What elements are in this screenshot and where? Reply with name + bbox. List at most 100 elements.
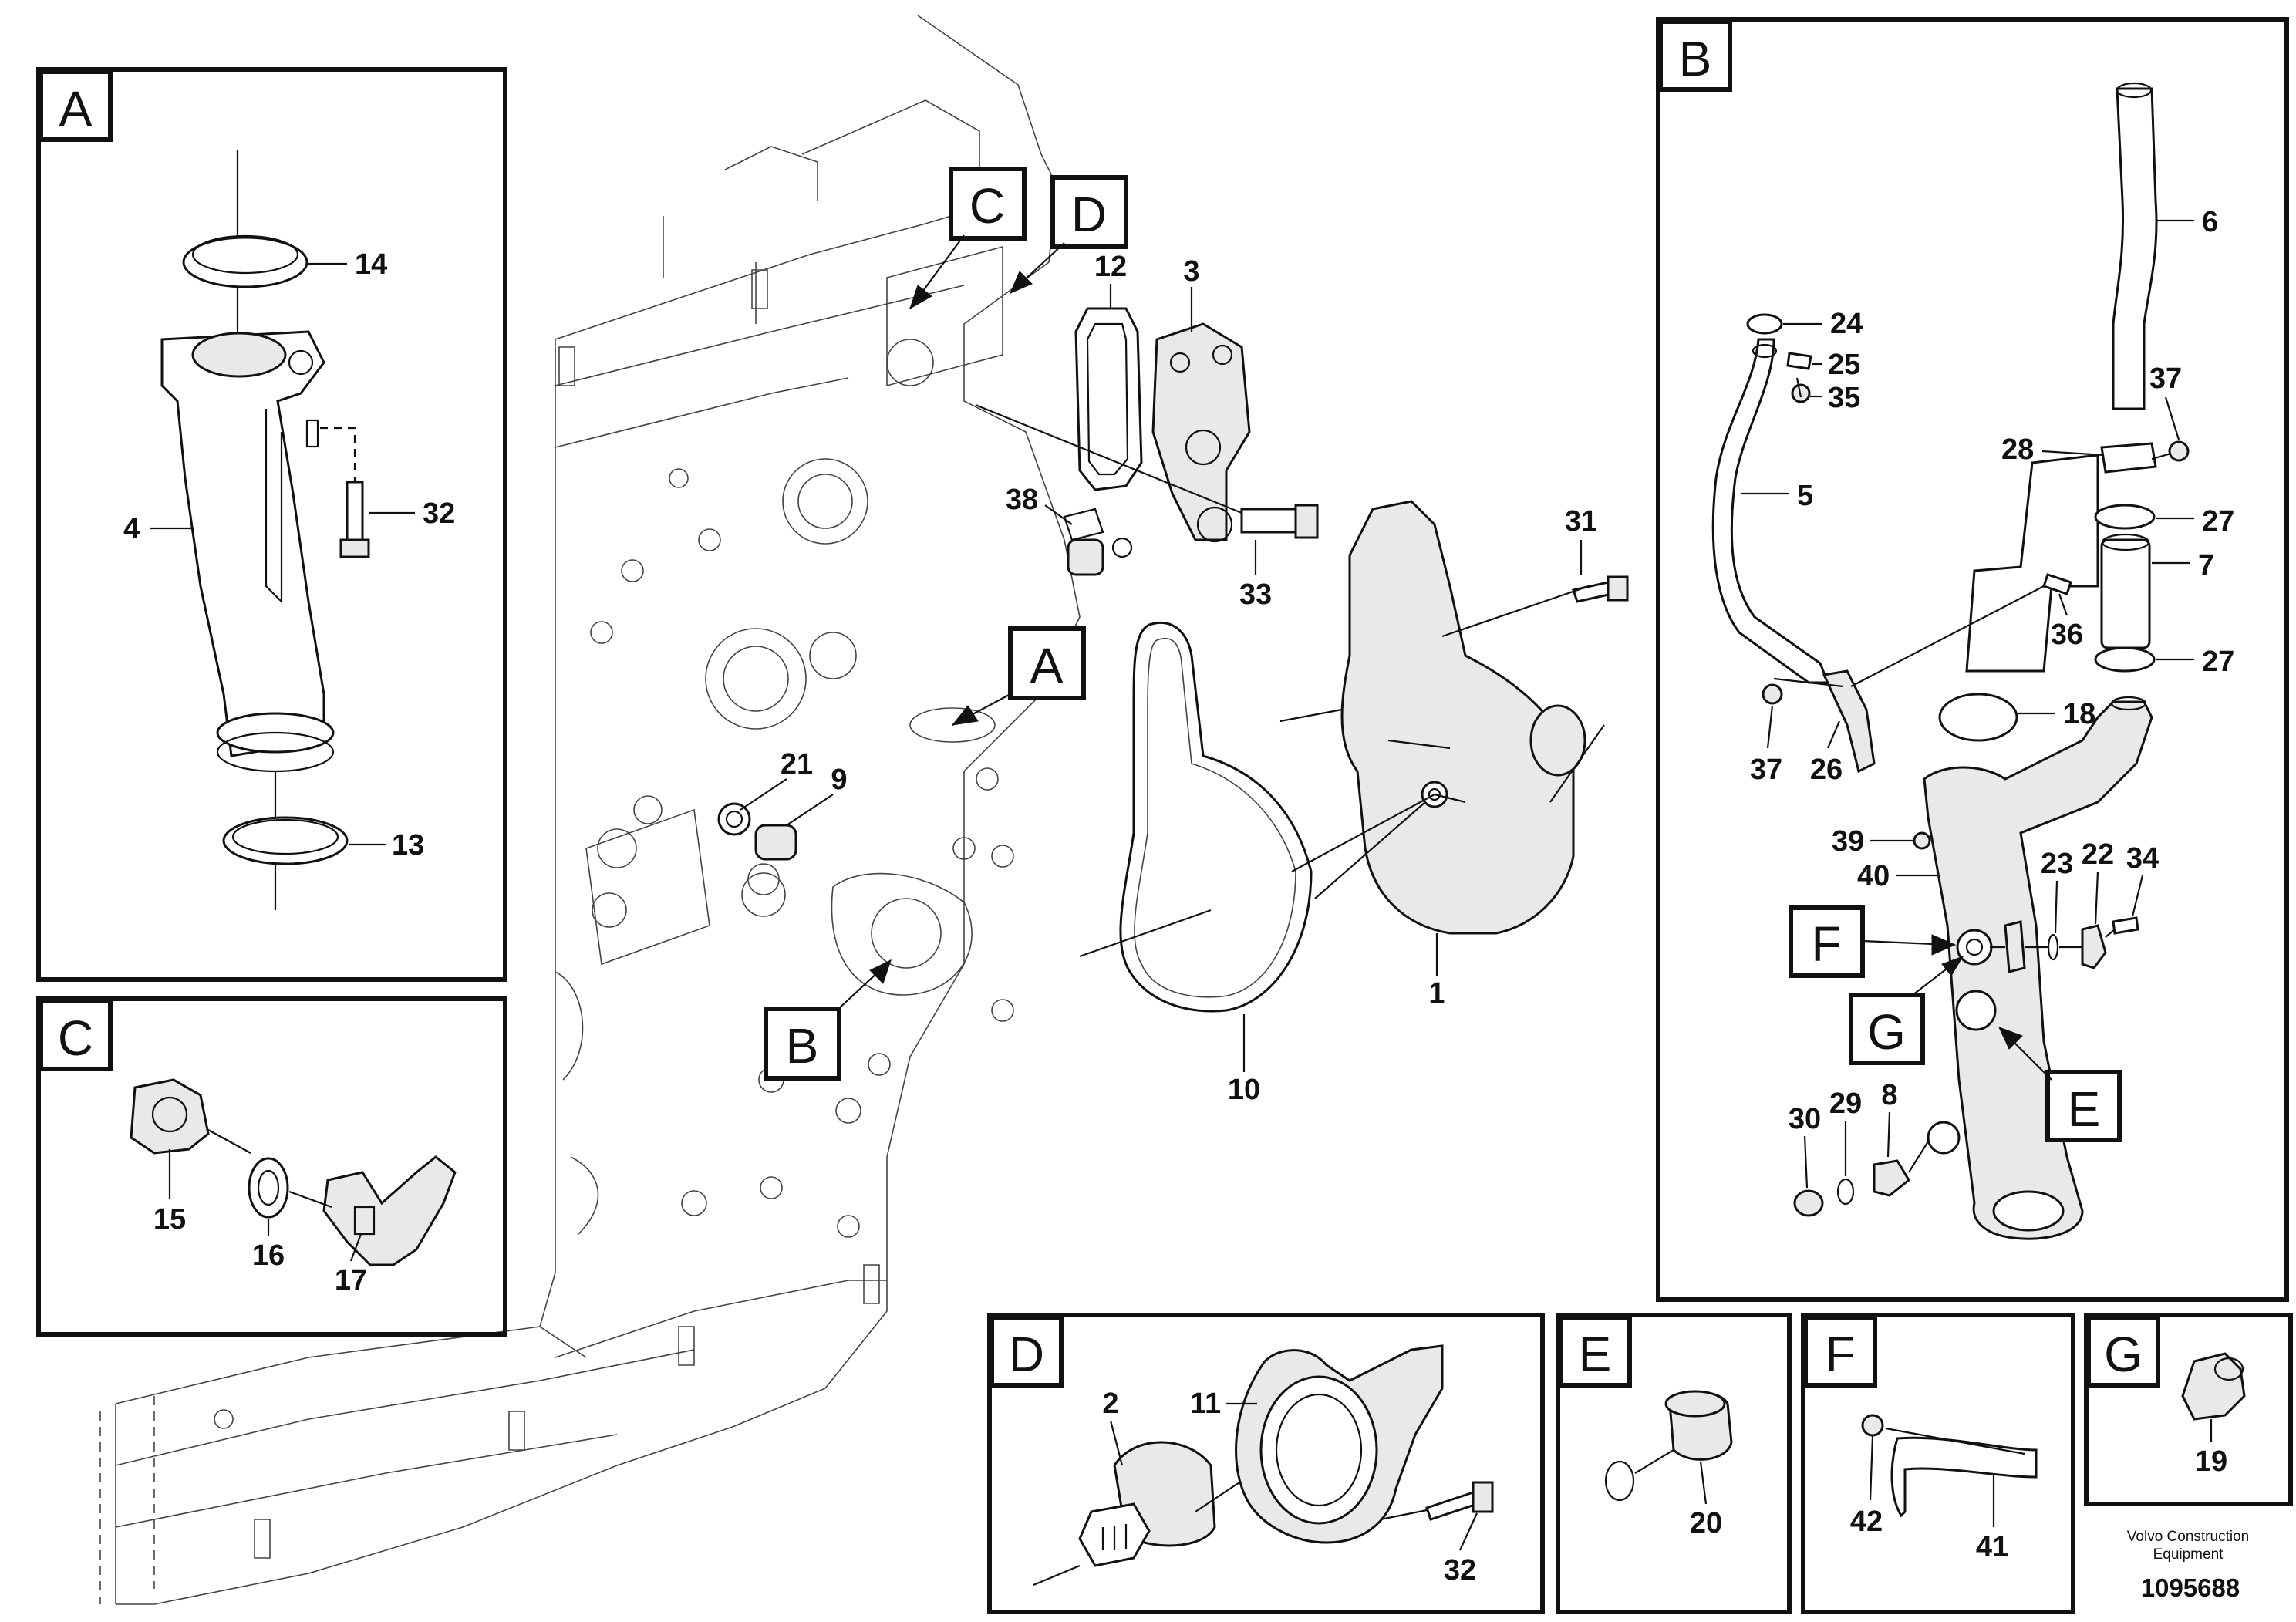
part-27-clamp-bottom xyxy=(2094,646,2156,673)
label-part-15: 15 xyxy=(153,1203,186,1236)
engine-block-illustration xyxy=(99,15,1081,1605)
label-part-31: 31 xyxy=(1565,505,1597,538)
tag-d-main[interactable] xyxy=(1050,175,1128,249)
tag-c-main-label: C xyxy=(969,178,1005,234)
part-23-washer xyxy=(2047,933,2059,961)
label-part-5: 5 xyxy=(1797,480,1813,512)
part-37-bolt-bottom xyxy=(1762,683,1783,705)
part-6-tube xyxy=(2112,87,2158,410)
label-part-30: 30 xyxy=(1789,1103,1821,1135)
tag-c-main[interactable] xyxy=(949,167,1027,241)
part-16-washer xyxy=(248,1157,289,1219)
label-part-35: 35 xyxy=(1828,382,1860,414)
label-part-33: 33 xyxy=(1239,578,1272,611)
label-part-20: 20 xyxy=(1690,1507,1722,1539)
part-38-plug xyxy=(1067,538,1104,576)
label-part-32-a: 32 xyxy=(423,497,455,530)
tag-f-detail-b-label: F xyxy=(1811,916,1841,972)
label-part-41: 41 xyxy=(1976,1531,2008,1563)
label-part-36: 36 xyxy=(2051,619,2083,651)
part-1-pump-pulley-hub xyxy=(1529,704,1586,777)
part-21-o-ring xyxy=(717,802,751,836)
part-3-housing-cover xyxy=(1151,322,1251,541)
tag-a-main[interactable] xyxy=(1008,626,1086,700)
panel-f-tag: F xyxy=(1825,1327,1855,1382)
label-part-13: 13 xyxy=(392,829,424,862)
part-33-bolt xyxy=(1240,508,1297,534)
tag-b-main-label: B xyxy=(786,1018,819,1074)
panel-c-tag: C xyxy=(58,1010,93,1066)
label-part-17: 17 xyxy=(335,1264,367,1297)
part-32-bolt-d xyxy=(1425,1491,1478,1521)
part-27-clamp-top xyxy=(2094,504,2156,530)
label-part-27-bottom: 27 xyxy=(2202,646,2234,678)
label-part-23: 23 xyxy=(2041,848,2073,880)
panel-d-tag: D xyxy=(1009,1327,1044,1382)
part-4-pipe xyxy=(160,330,325,757)
part-28-clamp xyxy=(2100,442,2157,474)
part-22-cap xyxy=(2004,920,2026,973)
label-part-38: 38 xyxy=(1006,484,1038,516)
panel-e-tag: E xyxy=(1579,1327,1612,1382)
label-part-40: 40 xyxy=(1857,860,1890,892)
panel-a-tag: A xyxy=(59,81,93,137)
detail-panel-a: A 14 32 4 13 xyxy=(36,67,507,982)
part-10-gasket xyxy=(1119,621,1313,1013)
tag-b-main[interactable] xyxy=(764,1007,841,1081)
label-part-14: 14 xyxy=(355,248,387,281)
part-42-screw xyxy=(1861,1414,1884,1437)
part-30-plug xyxy=(1793,1189,1824,1217)
label-part-21: 21 xyxy=(781,748,813,781)
part-24-o-ring xyxy=(1746,313,1783,335)
tag-d-main-label: D xyxy=(1071,187,1107,242)
part-38-bracket xyxy=(1063,508,1104,541)
part-9-plug xyxy=(754,824,797,861)
brand-line-2: Equipment xyxy=(2153,1546,2224,1563)
tag-e-detail-b-label: E xyxy=(2068,1081,2101,1137)
label-part-39: 39 xyxy=(1832,825,1864,858)
panel-b-tag: B xyxy=(1679,31,1712,86)
part-b-bracket xyxy=(1965,454,2099,673)
label-part-29: 29 xyxy=(1829,1088,1862,1120)
part-26-fitting xyxy=(1822,669,1876,774)
tag-g-detail-b-label: G xyxy=(1867,1004,1906,1060)
part-37-bolt-top xyxy=(2168,440,2190,462)
label-part-28: 28 xyxy=(2001,433,2034,466)
part-29-washer xyxy=(1836,1178,1855,1206)
part-32-bolt-a xyxy=(346,481,364,541)
part-19-nut xyxy=(2181,1352,2246,1421)
tag-e-detail-b[interactable] xyxy=(2045,1070,2122,1142)
tag-g-detail-b[interactable] xyxy=(1849,993,1925,1065)
detail-panel-g: G 19 xyxy=(2084,1313,2293,1506)
label-part-8: 8 xyxy=(1881,1079,1897,1111)
label-part-18: 18 xyxy=(2063,698,2095,730)
brand-line-1: Volvo Construction xyxy=(2127,1529,2249,1545)
part-41-bracket xyxy=(1890,1436,2038,1518)
part-18-o-ring xyxy=(1938,693,2018,742)
label-part-10: 10 xyxy=(1228,1074,1260,1106)
label-part-4: 4 xyxy=(123,513,140,545)
label-part-32-d: 32 xyxy=(1444,1554,1476,1587)
detail-panel-d: D 2 11 32 xyxy=(987,1313,1545,1614)
part-13-ring xyxy=(222,816,349,865)
label-part-1: 1 xyxy=(1428,977,1445,1010)
part-40-pipe xyxy=(1923,700,2153,1240)
detail-panel-e: E 20 xyxy=(1556,1313,1792,1614)
label-part-19: 19 xyxy=(2195,1445,2227,1478)
part-36-bolt xyxy=(2042,573,2072,595)
label-part-9: 9 xyxy=(831,764,847,796)
part-17-elbow-fitting xyxy=(322,1155,457,1266)
label-part-6: 6 xyxy=(2202,206,2218,238)
tag-a-main-label: A xyxy=(1030,638,1064,693)
label-part-24: 24 xyxy=(1830,308,1863,340)
part-31-bolt xyxy=(1572,581,1613,603)
label-part-2: 2 xyxy=(1102,1388,1118,1420)
drawing-number: 1095688 xyxy=(2141,1573,2240,1602)
part-15-nut xyxy=(130,1078,210,1155)
part-14-ring xyxy=(182,236,308,288)
detail-panel-c: C 15 16 17 xyxy=(36,996,507,1337)
label-part-22: 22 xyxy=(2082,838,2114,871)
label-part-26: 26 xyxy=(1810,754,1843,786)
label-part-42: 42 xyxy=(1850,1506,1883,1538)
